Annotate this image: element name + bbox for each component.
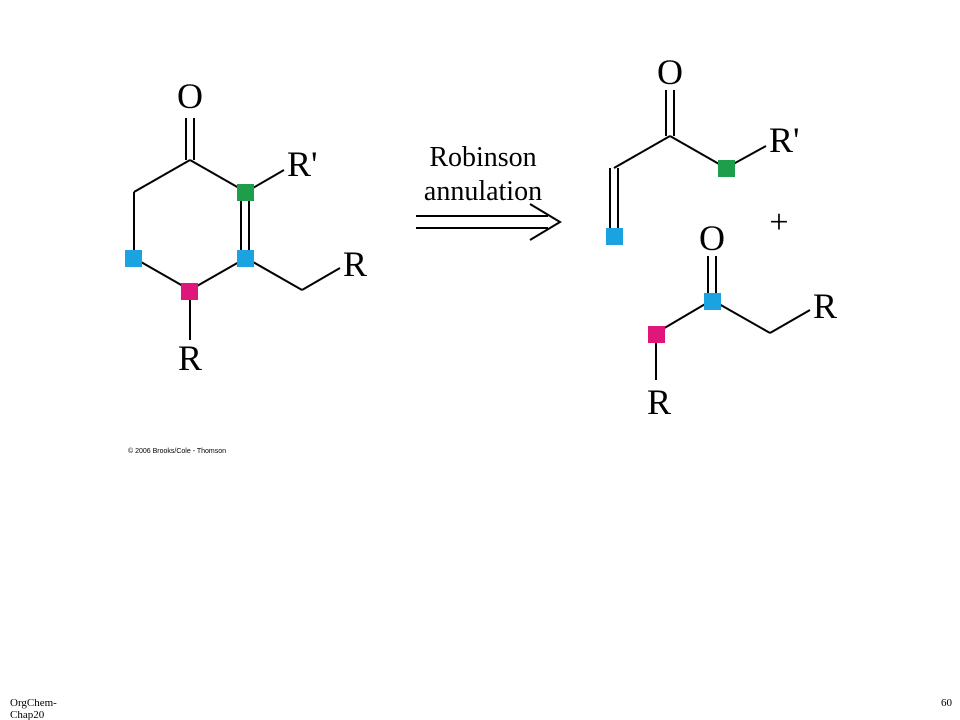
enone-r-prime-label: R' <box>769 120 800 160</box>
product-oxygen-label: O <box>177 76 203 116</box>
plus-sign: + <box>769 204 788 241</box>
precursor-vinyl-ketone: O R' <box>606 52 800 245</box>
product-marker-blue-right <box>237 250 254 267</box>
footer-page-number: 60 <box>941 697 952 709</box>
retrosynthesis-arrow-group: Robinson annulation <box>416 142 562 241</box>
arrow-label-line2: annulation <box>424 176 542 207</box>
enone-chain-bond <box>613 135 671 169</box>
enone-oxygen-label: O <box>657 52 683 92</box>
precursor-ketone: O R R <box>647 218 837 422</box>
footer-course-label: OrgChem-Chap20 <box>10 697 57 720</box>
ketone-r-bottom-label: R <box>647 382 671 422</box>
product-side-chain-bond <box>245 257 303 291</box>
ketone-r-side-label: R <box>813 286 837 326</box>
product-ring-bond <box>133 257 191 291</box>
product-cyclohexenone: O R' R R <box>125 76 367 378</box>
product-marker-blue-left <box>125 250 142 267</box>
ketone-marker-magenta <box>648 326 665 343</box>
ketone-r-side-bond <box>769 309 811 334</box>
enone-chain-bond <box>669 135 727 169</box>
product-r-prime-label: R' <box>287 144 318 184</box>
copyright-notice: © 2006 Brooks/Cole - Thomson <box>128 448 227 455</box>
ketone-chain-bond <box>711 299 771 334</box>
enone-marker-blue <box>606 228 623 245</box>
product-ring-bond <box>133 159 191 193</box>
ketone-chain-bond <box>655 299 713 334</box>
product-marker-green <box>237 184 254 201</box>
arrow-label-line1: Robinson <box>429 142 536 173</box>
product-ring-bond <box>189 257 247 291</box>
product-ring-bond <box>189 159 247 193</box>
ketone-marker-blue <box>704 293 721 310</box>
product-r-bottom-label: R <box>178 338 202 378</box>
product-side-chain-bond <box>301 267 341 291</box>
retro-arrow-head <box>529 203 562 241</box>
ketone-oxygen-label: O <box>699 218 725 258</box>
product-marker-magenta <box>181 283 198 300</box>
product-r-side-label: R <box>343 244 367 284</box>
enone-marker-green <box>718 160 735 177</box>
